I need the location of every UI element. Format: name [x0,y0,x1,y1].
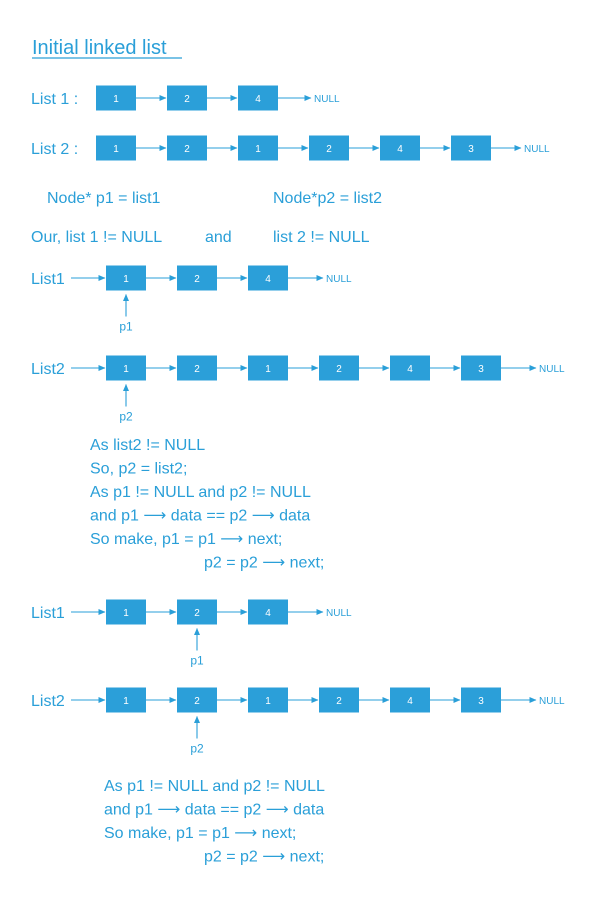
node-value: 2 [326,144,332,155]
node-box [177,687,217,713]
note-line: and p1 ⟶ data == p2 ⟶ data [104,802,324,819]
node-value: 1 [265,696,271,707]
node-value: 4 [265,608,271,619]
null-label: NULL [326,274,352,285]
step1-list1: List1 1 2 4 NULL p1 [31,265,352,334]
node-value: 1 [123,274,129,285]
node-value: 2 [194,364,200,375]
note-line: So make, p1 = p1 ⟶ next; [104,825,296,842]
node-value: 1 [123,364,129,375]
node-value: 4 [265,274,271,285]
condition-and: and [205,229,232,246]
node-box [106,599,146,625]
node-value: 2 [194,274,200,285]
node-box [248,687,288,713]
list-label: List2 [31,361,65,378]
node-box [177,265,217,291]
list-label: List 1 : [31,91,78,108]
initial-list-1: List 1 : 1 2 4 NULL [31,85,340,111]
node-box [167,85,207,111]
node-value: 3 [478,364,484,375]
page-title: Initial linked list [32,37,167,59]
note-line: p2 = p2 ⟶ next; [204,849,324,866]
node-box [177,355,217,381]
node-box [96,85,136,111]
null-label: NULL [314,94,340,105]
node-value: 2 [336,364,342,375]
node-value: 1 [113,94,119,105]
list-label: List 2 : [31,141,78,158]
node-box [106,265,146,291]
node-box [309,135,349,161]
condition-list2: list 2 != NULL [273,229,370,246]
pointer-decl-p1: Node* p1 = list1 [47,190,161,207]
node-value: 4 [397,144,403,155]
node-box [319,687,359,713]
node-value: 2 [336,696,342,707]
node-value: 4 [407,364,413,375]
node-value: 1 [123,696,129,707]
pointer-label: p1 [119,320,133,334]
note-line: So, p2 = list2; [90,461,187,478]
node-value: 1 [265,364,271,375]
node-box [461,355,501,381]
step2-list1: List1 1 2 4 NULL p1 [31,599,352,668]
node-box [461,687,501,713]
node-box [167,135,207,161]
node-box [238,85,278,111]
node-box [248,355,288,381]
node-value: 4 [407,696,413,707]
note-line: As list2 != NULL [90,437,205,454]
node-value: 3 [468,144,474,155]
condition-list1: Our, list 1 != NULL [31,229,162,246]
pointer-label: p2 [119,410,133,424]
list-label: List1 [31,271,65,288]
list-label: List1 [31,605,65,622]
node-value: 2 [194,608,200,619]
node-value: 1 [113,144,119,155]
step1-notes: As list2 != NULL So, p2 = list2; As p1 != … [90,437,324,572]
node-box [248,265,288,291]
pointer-label: p2 [190,742,204,756]
pointer-label: p1 [190,654,204,668]
node-value: 1 [255,144,261,155]
node-box [96,135,136,161]
node-box [451,135,491,161]
note-line: As p1 != NULL and p2 != NULL [104,778,325,795]
step2-notes: As p1 != NULL and p2 != NULL and p1 ⟶ dat… [104,778,325,866]
node-box [390,355,430,381]
null-label: NULL [524,144,550,155]
step2-list2: List2 1 2 1 2 4 3 NULL p2 [31,687,565,756]
note-line: and p1 ⟶ data == p2 ⟶ data [90,508,310,525]
node-box [106,355,146,381]
note-line: As p1 != NULL and p2 != NULL [90,484,311,501]
step1-list2: List2 1 2 1 2 4 3 NULL p2 [31,355,565,424]
node-value: 4 [255,94,261,105]
null-label: NULL [326,608,352,619]
list-label: List2 [31,693,65,710]
node-box [248,599,288,625]
initial-list-2: List 2 : 1 2 1 2 4 3 NULL [31,135,550,161]
node-box [390,687,430,713]
node-value: 2 [194,696,200,707]
node-value: 1 [123,608,129,619]
note-line: So make, p1 = p1 ⟶ next; [90,531,282,548]
null-label: NULL [539,364,565,375]
node-value: 2 [184,144,190,155]
node-value: 2 [184,94,190,105]
node-box [380,135,420,161]
node-value: 3 [478,696,484,707]
null-label: NULL [539,696,565,707]
note-line: p2 = p2 ⟶ next; [204,555,324,572]
pointer-decl-p2: Node*p2 = list2 [273,190,382,207]
node-box [106,687,146,713]
node-box [177,599,217,625]
node-box [319,355,359,381]
node-box [238,135,278,161]
